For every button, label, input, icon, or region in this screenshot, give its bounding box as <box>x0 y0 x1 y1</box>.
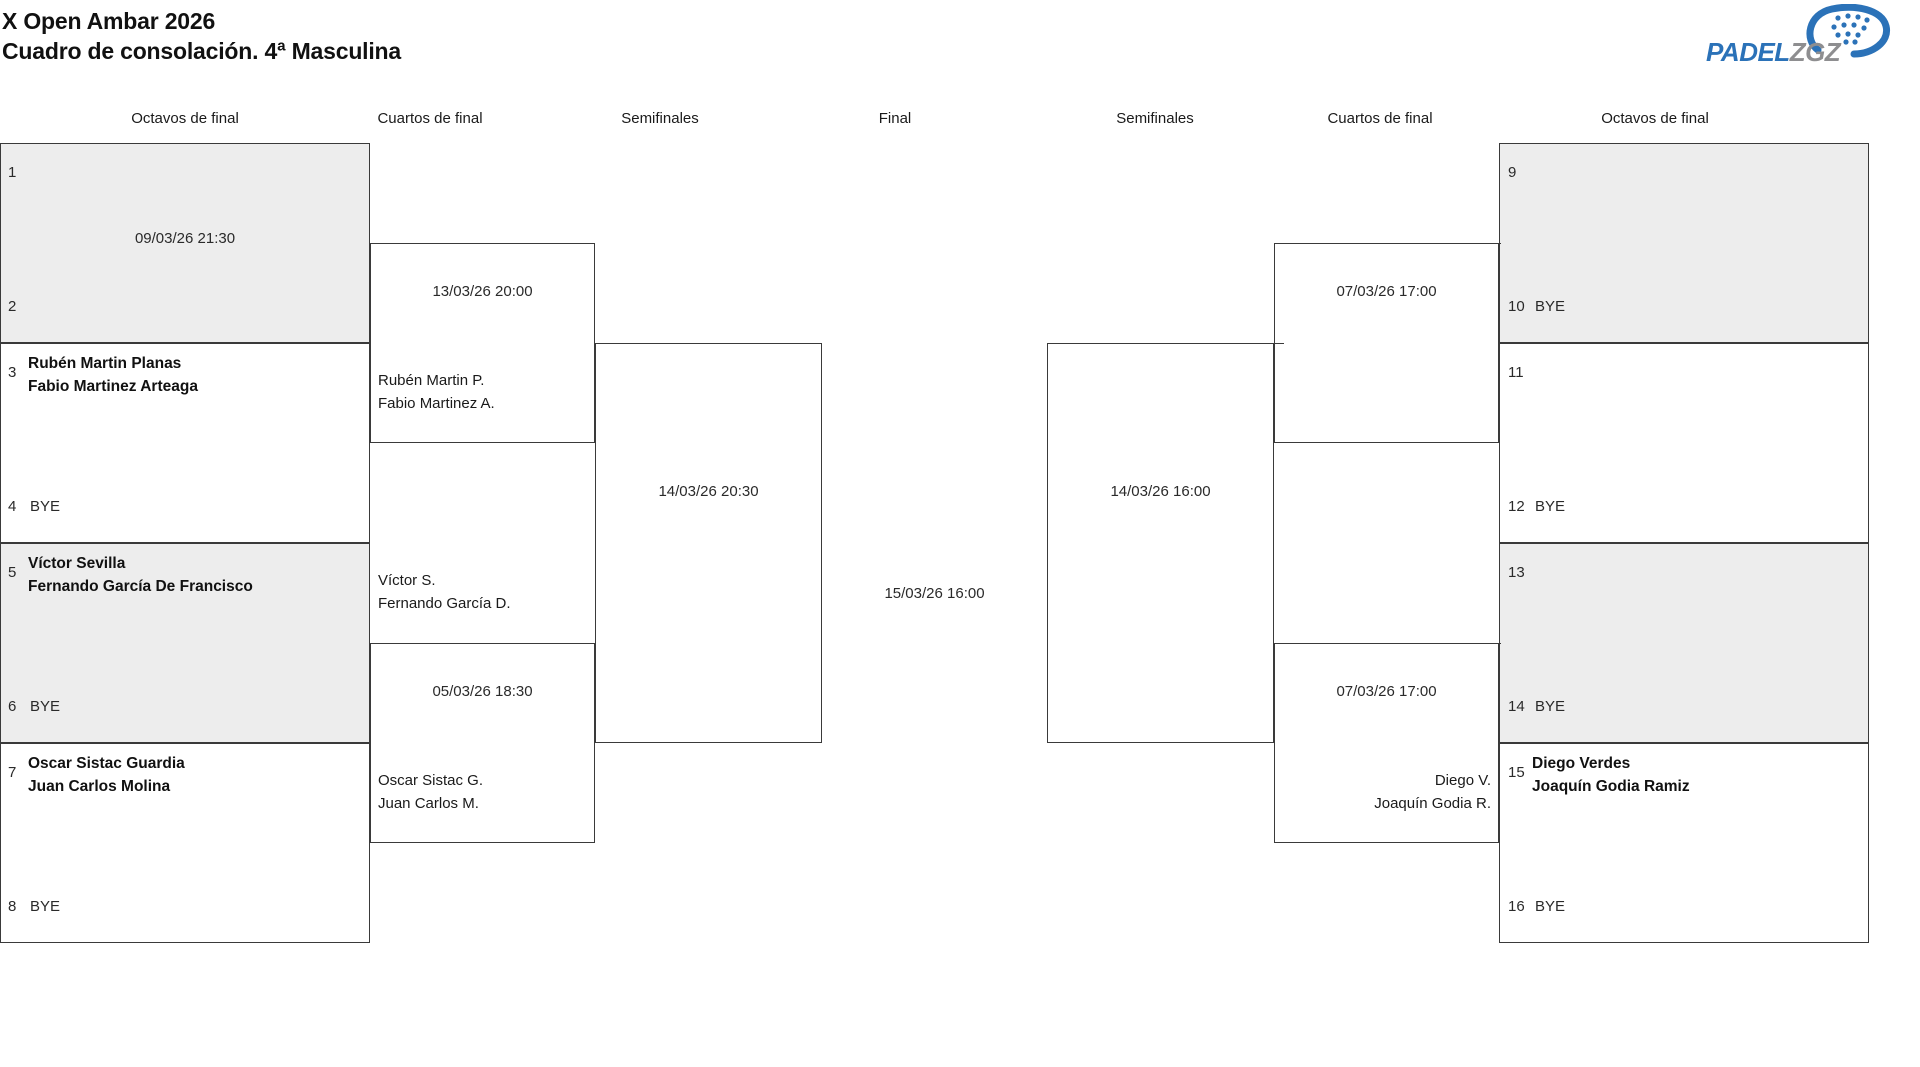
match-box-right-qf-1[interactable] <box>1274 243 1499 443</box>
match-datetime-left-r16-1: 09/03/26 21:30 <box>134 230 236 247</box>
qf-player-name-1b: Fabio Martinez A. <box>378 395 495 412</box>
match-box-right-sf[interactable] <box>1047 343 1274 743</box>
round-header-left-qf: Cuartos de final <box>377 110 483 127</box>
match-box-left-r16-4[interactable] <box>0 743 370 943</box>
qf-player-name-right-2b: Joaquín Godia R. <box>1374 795 1491 812</box>
match-box-right-r16-1[interactable] <box>1499 143 1869 343</box>
connector-right-qf-r16-top <box>1489 243 1501 244</box>
padelzgz-logo: PADELZGZ <box>1706 4 1896 74</box>
player-name-7b: Juan Carlos Molina <box>28 778 171 795</box>
bye-label-8: BYE <box>30 898 61 915</box>
connector-right-qf-r16-bottom <box>1489 643 1501 644</box>
tournament-name: X Open Ambar 2026 <box>2 8 216 34</box>
seed-number-8: 8 <box>8 898 17 915</box>
bye-label-16: BYE <box>1535 898 1566 915</box>
player-name-5a: Víctor Sevilla <box>28 555 126 572</box>
player-name-15a: Diego Verdes <box>1532 755 1631 772</box>
seed-number-7: 7 <box>8 764 17 781</box>
seed-number-4: 4 <box>8 498 17 515</box>
match-box-left-sf[interactable] <box>595 343 822 743</box>
qf-player-name-1a: Rubén Martin P. <box>378 372 485 389</box>
seed-number-13: 13 <box>1508 564 1525 581</box>
match-datetime-right-sf: 14/03/26 16:00 <box>1110 483 1211 500</box>
player-name-15b: Joaquín Godia Ramiz <box>1532 778 1690 795</box>
qf-player-name-right-2a: Diego V. <box>1434 772 1491 789</box>
connector-right-sf-qf-top <box>1274 343 1284 344</box>
bracket-subtitle: Cuadro de consolación. 4ª Masculina <box>2 38 401 64</box>
qf-player-name-2b: Juan Carlos M. <box>378 795 479 812</box>
match-datetime-left-sf: 14/03/26 20:30 <box>658 483 759 500</box>
match-box-right-r16-3[interactable] <box>1499 543 1869 743</box>
seed-number-12: 12 <box>1508 498 1525 515</box>
seed-number-6: 6 <box>8 698 17 715</box>
match-box-left-qf-2[interactable] <box>370 643 595 843</box>
seed-number-14: 14 <box>1508 698 1525 715</box>
match-box-left-r16-2[interactable] <box>0 343 370 543</box>
qf-player-name-2a: Oscar Sistac G. <box>378 772 484 789</box>
padel-racket-icon <box>1806 4 1890 58</box>
seed-number-3: 3 <box>8 364 17 381</box>
bye-label-6: BYE <box>30 698 61 715</box>
match-box-left-qf-1[interactable] <box>370 243 595 443</box>
seed-number-15: 15 <box>1508 764 1525 781</box>
match-box-right-qf-2[interactable] <box>1274 643 1499 843</box>
player-name-3a: Rubén Martin Planas <box>28 355 182 372</box>
logo-text-zgz: ZGZ <box>1789 37 1841 67</box>
match-datetime-final: 15/03/26 16:00 <box>884 585 985 602</box>
seed-number-9: 9 <box>1508 164 1517 181</box>
seed-number-10: 10 <box>1508 298 1525 315</box>
seed-number-16: 16 <box>1508 898 1525 915</box>
bye-label-4: BYE <box>30 498 61 515</box>
seed-number-5: 5 <box>8 564 17 581</box>
player-name-7a: Oscar Sistac Guardia <box>28 755 185 772</box>
bye-label-10: BYE <box>1535 298 1566 315</box>
match-datetime-right-qf-2: 07/03/26 17:00 <box>1336 683 1437 700</box>
round-header-right-r16: Octavos de final <box>1601 110 1709 127</box>
match-box-left-r16-3[interactable] <box>0 543 370 743</box>
seed-number-11: 11 <box>1508 364 1524 381</box>
bye-label-12: BYE <box>1535 498 1566 515</box>
match-box-right-r16-2[interactable] <box>1499 343 1869 543</box>
logo-wordmark: PADELZGZ <box>1706 37 1841 68</box>
round-header-right-qf: Cuartos de final <box>1327 110 1433 127</box>
seed-number-2: 2 <box>8 298 17 315</box>
page-title: X Open Ambar 2026 Cuadro de consolación.… <box>2 6 401 66</box>
match-box-right-r16-4[interactable] <box>1499 743 1869 943</box>
match-datetime-right-qf-1: 07/03/26 17:00 <box>1336 283 1437 300</box>
player-name-5b: Fernando García De Francisco <box>28 578 253 595</box>
round-header-right-sf: Semifinales <box>1116 110 1194 127</box>
sf-feed-name-left-b: Fernando García D. <box>378 595 511 612</box>
round-header-final: Final <box>878 110 912 127</box>
round-header-left-sf: Semifinales <box>621 110 699 127</box>
match-datetime-left-qf-2: 05/03/26 18:30 <box>432 683 533 700</box>
sf-feed-name-left-a: Víctor S. <box>378 572 436 589</box>
bye-label-14: BYE <box>1535 698 1566 715</box>
match-datetime-left-qf-1: 13/03/26 20:00 <box>432 283 533 300</box>
seed-number-1: 1 <box>8 164 17 181</box>
logo-text-padel: PADEL <box>1706 37 1790 67</box>
match-box-left-r16-1[interactable] <box>0 143 370 343</box>
round-header-left-r16: Octavos de final <box>131 110 239 127</box>
player-name-3b: Fabio Martinez Arteaga <box>28 378 198 395</box>
